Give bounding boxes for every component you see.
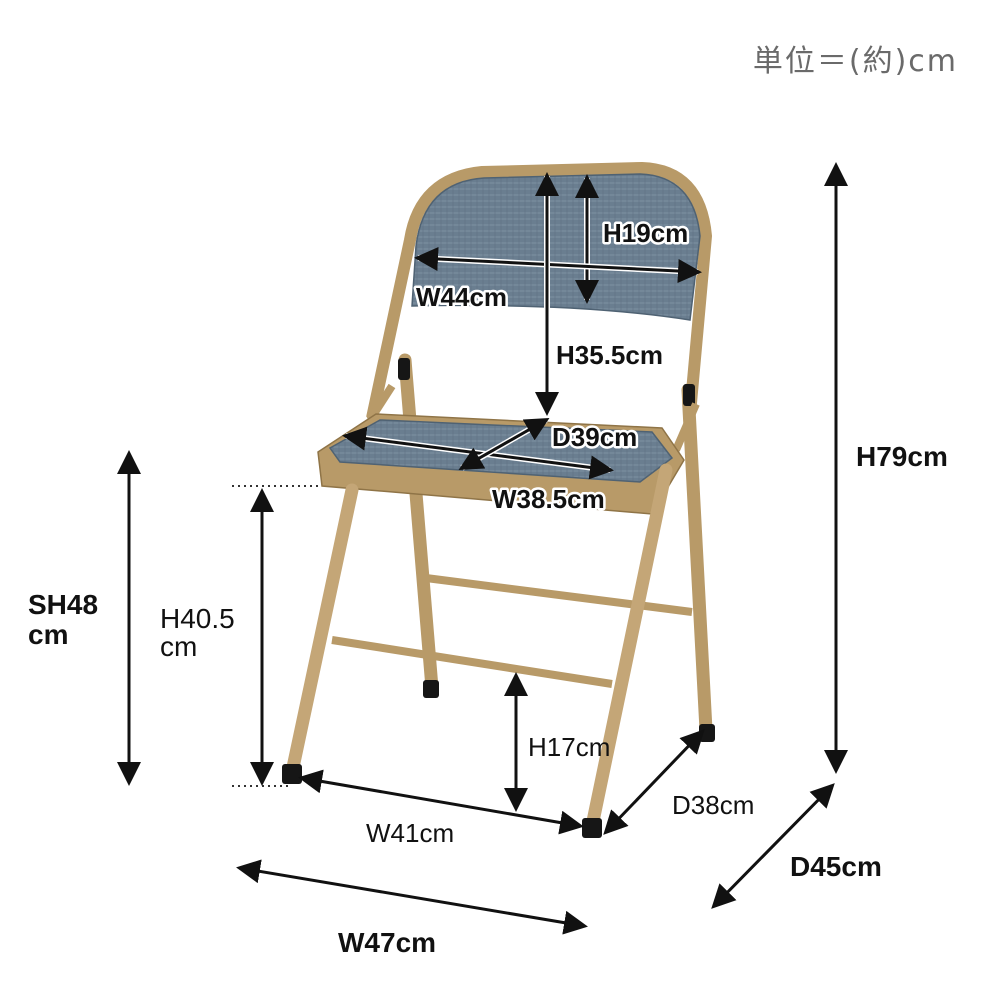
overall-depth-arrow [711, 783, 835, 909]
rear-right-leg [681, 383, 713, 737]
crossbar-height-label: H17cm [528, 732, 610, 762]
rear-left-leg [398, 353, 439, 695]
foot-width-arrow [298, 769, 584, 835]
backrest-height-label: H19cm [603, 218, 688, 248]
dimension-lines [117, 162, 848, 935]
overall-width-arrow [236, 859, 588, 935]
foot-depth-arrow [603, 729, 705, 835]
foot-width-label: W41cm [366, 818, 454, 848]
rear-left-foot-cap [423, 680, 439, 698]
leg-height-label-line2: cm [160, 631, 197, 662]
front-left-foot-cap [282, 764, 302, 784]
back-to-seat-height-label: H35.5cm [556, 340, 663, 370]
seat-height-label-line2: cm [28, 619, 68, 650]
overall-depth-label: D45cm [790, 851, 882, 882]
overall-width-label: W47cm [338, 927, 436, 958]
seat-depth-arrow [458, 418, 550, 470]
rear-crossbar [425, 574, 693, 616]
foot-depth-label: D38cm [672, 790, 754, 820]
front-right-foot-cap [582, 818, 602, 838]
seat-depth-label: D39cm [552, 422, 637, 452]
back-frame [366, 162, 712, 420]
seat-height-label-line1: SH48 [28, 589, 98, 620]
overall-height-label: H79cm [856, 441, 948, 472]
backrest-width-label: W44cm [416, 282, 507, 312]
seat-width-label: W38.5cm [492, 484, 605, 514]
dimension-labels: H19cm W44cm H35.5cm D39cm W38.5cm H79cm … [28, 216, 948, 959]
front-right-leg [585, 463, 673, 833]
front-crossbar [331, 636, 613, 688]
left-hinge [398, 358, 410, 380]
unit-label: 単位＝(約)cm [752, 44, 958, 79]
front-left-leg [285, 483, 359, 779]
right-hinge [683, 384, 695, 406]
leg-height-label-line1: H40.5 [160, 603, 235, 634]
